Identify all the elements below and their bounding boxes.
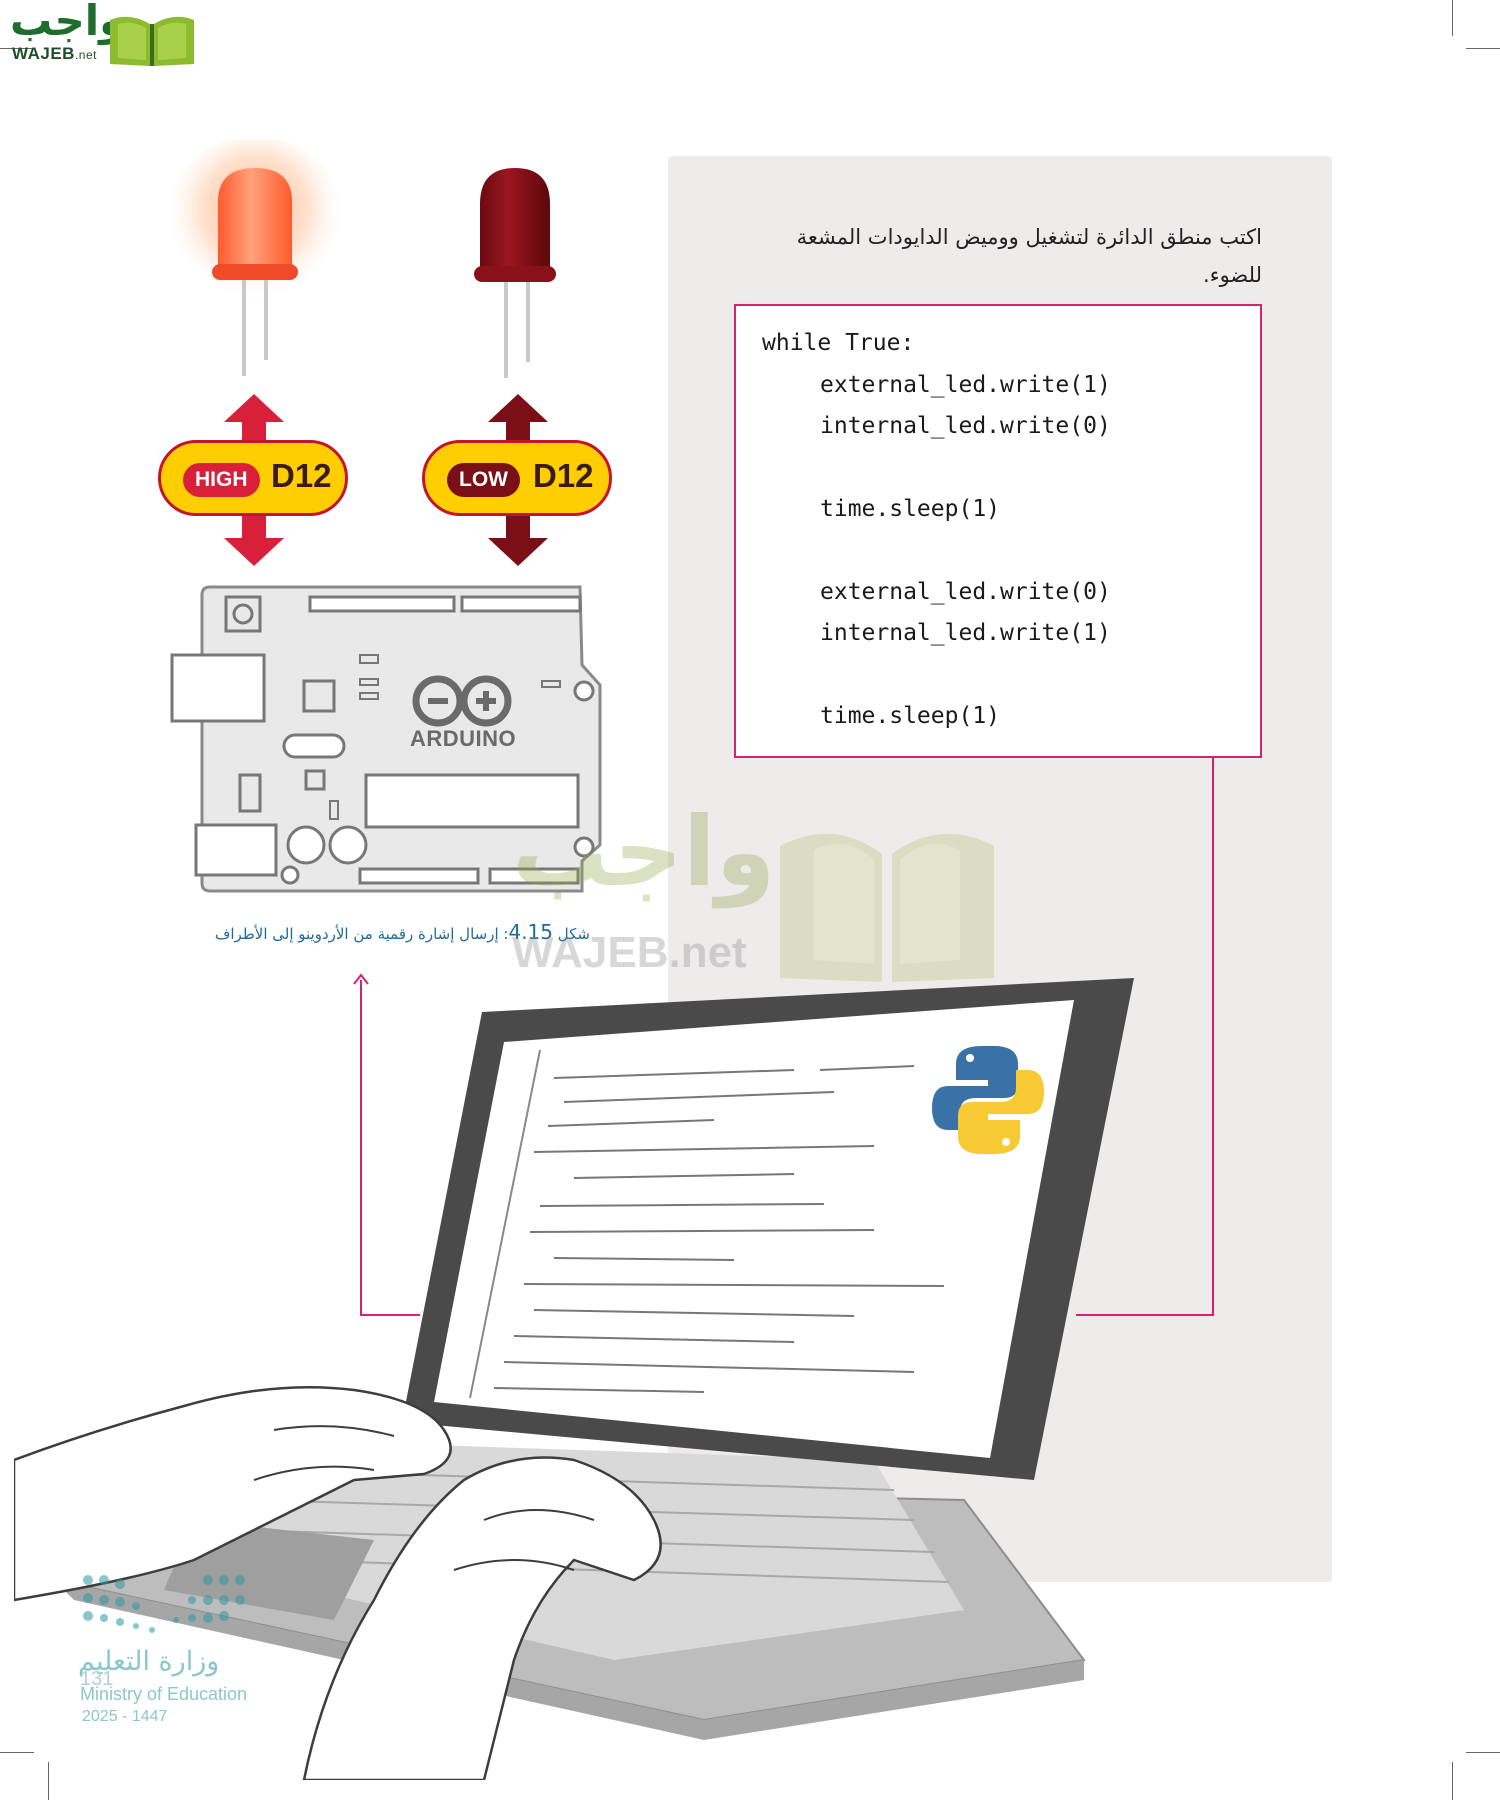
wajeb-logo[interactable]: واجب WAJEB.net	[10, 0, 194, 68]
pin-state-high: HIGH	[183, 463, 260, 497]
caption-prefix: شكل	[557, 925, 590, 943]
crop-mark	[1452, 1762, 1453, 1800]
connector-line	[360, 980, 362, 1316]
page-number: 131	[80, 1668, 114, 1690]
exercise-instruction: اكتب منطق الدائرة لتشغيل ووميض الدايودات…	[796, 225, 1262, 287]
crop-mark	[1452, 0, 1453, 36]
figure-caption: شكل 4.15: إرسال إشارة رقمية من الأردوينو…	[160, 920, 590, 944]
pin-low-badge: LOW D12	[422, 440, 612, 516]
arrow-up-icon	[353, 973, 369, 985]
code-line: internal_led.write(1)	[820, 620, 1111, 646]
arduino-board-icon	[170, 585, 602, 893]
caption-text: : إرسال إشارة رقمية من الأردوينو إلى الأ…	[214, 925, 509, 943]
led-on-icon	[163, 140, 347, 376]
crop-mark	[48, 1762, 49, 1800]
laptop-illustration	[14, 978, 1134, 1780]
crop-mark	[1466, 1752, 1500, 1753]
code-line: internal_led.write(0)	[820, 413, 1111, 439]
crop-mark	[0, 1752, 34, 1753]
connector-line	[1076, 1314, 1214, 1316]
pin-state-low: LOW	[447, 463, 520, 497]
logo-latin-word: WAJEB	[12, 44, 75, 63]
code-line: while True:	[762, 330, 915, 356]
pin-high-badge: HIGH D12	[158, 440, 348, 516]
watermark-arabic: واجب	[512, 796, 776, 908]
pin-name: D12	[533, 457, 594, 494]
logo-arabic-text: واجب	[10, 0, 126, 45]
code-line: time.sleep(1)	[820, 703, 1001, 729]
ministry-arabic: وزارة التعليم	[78, 1646, 220, 1677]
code-line: time.sleep(1)	[820, 496, 1001, 522]
connector-line	[1212, 758, 1214, 1316]
book-logo-icon	[110, 16, 194, 66]
crop-mark	[0, 48, 34, 49]
code-box: while True: external_led.write(1) intern…	[734, 304, 1262, 758]
led-off-icon	[474, 168, 556, 378]
code-line: external_led.write(0)	[820, 579, 1111, 605]
ministry-english: Ministry of Education	[80, 1684, 248, 1704]
crop-mark	[1466, 48, 1500, 49]
pin-name: D12	[271, 457, 332, 494]
logo-latin-text: WAJEB.net	[12, 44, 97, 64]
watermark-book-icon	[780, 833, 994, 982]
watermark-latin: WAJEB.net	[512, 928, 747, 977]
ministry-year: 2025 - 1447	[82, 1708, 168, 1725]
ministry-dots-icon	[83, 1575, 245, 1633]
connector-line	[360, 1314, 420, 1316]
caption-number: 4.15	[508, 920, 553, 944]
code-line: external_led.write(1)	[820, 372, 1111, 398]
watermark: واجب WAJEB.net	[500, 796, 1000, 990]
arduino-brand-text: ARDUINO	[410, 726, 517, 751]
logo-suffix: .net	[74, 48, 97, 62]
ministry-logo: وزارة التعليم 131 Ministry of Education …	[78, 1560, 298, 1730]
